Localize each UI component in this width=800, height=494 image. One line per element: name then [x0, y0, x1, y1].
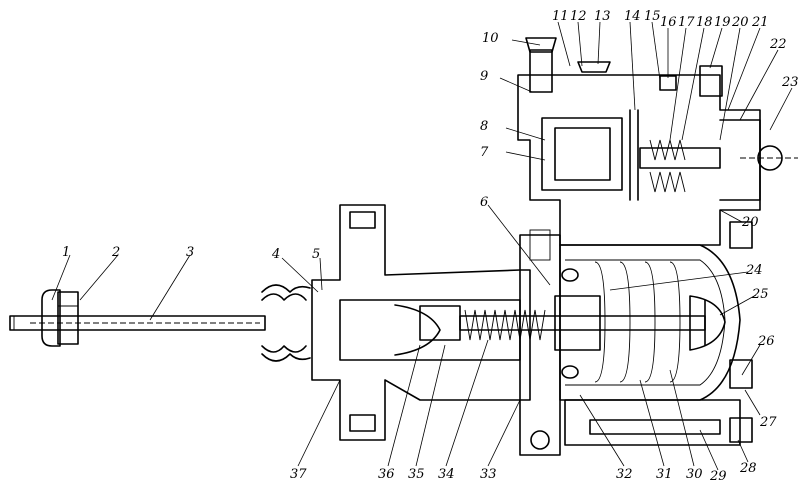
callout-27: 27 — [759, 415, 777, 430]
callout-16: 16 — [660, 15, 677, 30]
leader-lines — [51, 21, 793, 471]
callout-20b: 20 — [741, 215, 759, 230]
rear-spring-chamber — [554, 244, 741, 401]
callout-18: 18 — [696, 15, 713, 30]
callout-37: 37 — [290, 467, 307, 482]
callout-14: 14 — [624, 9, 641, 24]
callout-23: 23 — [781, 75, 799, 90]
callout-2: 2 — [111, 245, 120, 260]
callout-24: 24 — [745, 263, 763, 278]
callout-4: 4 — [271, 247, 280, 262]
callout-28: 28 — [739, 461, 757, 476]
callout-21: 21 — [751, 15, 769, 30]
callout-30: 30 — [686, 467, 703, 482]
callout-11: 11 — [552, 9, 569, 24]
callout-19: 19 — [714, 15, 731, 30]
callout-3: 3 — [186, 245, 194, 260]
callout-22: 22 — [769, 37, 787, 52]
push-rod-assembly — [9, 289, 266, 347]
callout-34: 34 — [438, 467, 455, 482]
callout-15: 15 — [644, 9, 661, 24]
callout-12: 12 — [570, 9, 587, 24]
middle-body — [519, 229, 561, 456]
callout-labels: 1 2 3 4 5 6 7 8 9 10 11 12 13 14 15 16 1… — [62, 9, 799, 484]
callout-13: 13 — [594, 9, 611, 24]
callout-31: 31 — [656, 467, 673, 482]
rubber-boot — [261, 284, 311, 362]
callout-6: 6 — [480, 195, 488, 210]
callout-17: 17 — [678, 15, 695, 30]
callout-5: 5 — [312, 247, 320, 262]
callout-29: 29 — [709, 469, 727, 484]
central-rod — [459, 299, 706, 346]
callout-10: 10 — [482, 31, 499, 46]
callout-36: 36 — [378, 467, 395, 482]
upper-valve-housing — [517, 37, 798, 246]
callout-7: 7 — [480, 145, 489, 160]
callout-26: 26 — [757, 334, 775, 349]
callout-25: 25 — [751, 287, 769, 302]
callout-20: 20 — [731, 15, 749, 30]
callout-35: 35 — [408, 467, 425, 482]
bottom-housing — [564, 221, 753, 446]
callout-9: 9 — [480, 69, 488, 84]
callout-1: 1 — [62, 245, 70, 260]
callout-8: 8 — [480, 119, 488, 134]
callout-32: 32 — [616, 467, 633, 482]
callout-33: 33 — [480, 467, 497, 482]
